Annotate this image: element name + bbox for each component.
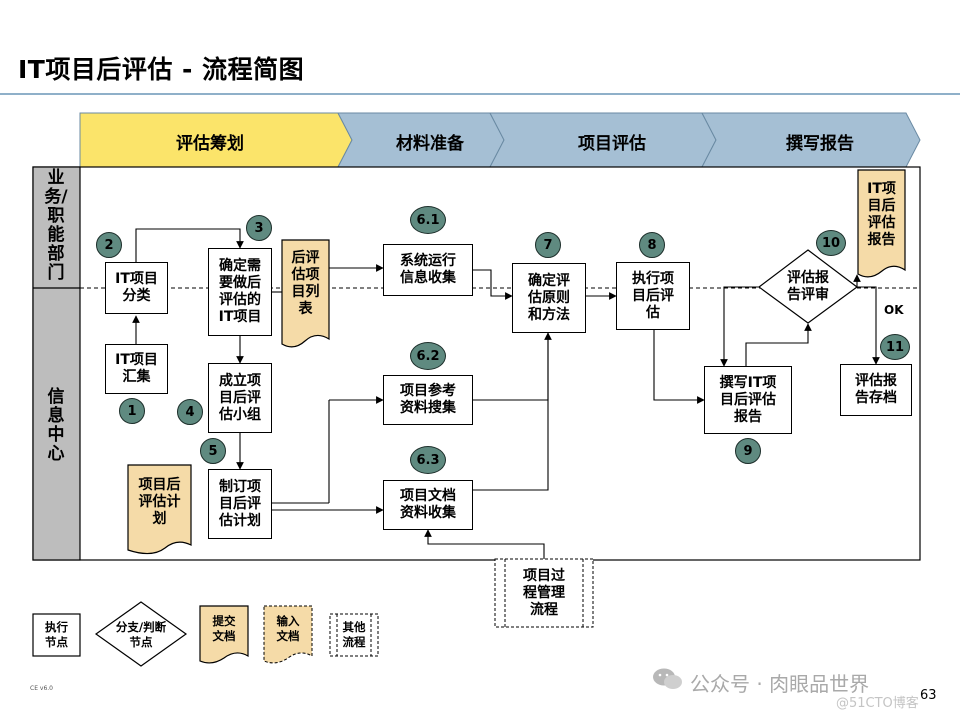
legend-exec-shape — [32, 613, 81, 657]
node-form-team: 成立项 目后评 估小组 — [208, 363, 272, 433]
legend-other-shape — [329, 613, 379, 657]
ok-branch-label: OK — [884, 303, 904, 317]
plan-document-shape — [127, 464, 192, 555]
legend-submit-shape — [199, 605, 249, 664]
phase-label-evaluation: 项目评估 — [578, 134, 646, 154]
legend-other-label: 其他 流程 — [342, 620, 366, 649]
step-number-8: 8 — [639, 232, 665, 258]
node-report-review: 评估报 告评审 — [787, 270, 829, 303]
step-number-4: 4 — [177, 399, 203, 425]
doc-evaluation-plan: 项目后 评估计 划 — [138, 476, 181, 527]
step-number-6-3: 6.3 — [410, 446, 446, 474]
lane-label-it-center: 信息中心 — [47, 387, 65, 464]
node-document-collect: 项目文档 资料收集 — [383, 480, 473, 530]
node-it-project-classify: IT项目 分类 — [105, 262, 168, 314]
step-number-2: 2 — [96, 232, 122, 258]
list-document-shape — [281, 239, 330, 348]
phase-label-materials: 材料准备 — [396, 134, 464, 154]
node-reference-search: 项目参考 资料搜集 — [383, 375, 473, 425]
watermark-text: 公众号 · 肉眼品世界 — [690, 672, 870, 696]
node-write-report: 撰写IT项 目后评估 报告 — [704, 366, 792, 434]
phase-label-planning: 评估筹划 — [176, 134, 244, 154]
step-number-6-2: 6.2 — [410, 342, 446, 370]
legend-branch-label: 分支/判断 节点 — [115, 620, 167, 649]
decision-diamond-10 — [757, 249, 859, 324]
step-number-6-1: 6.1 — [410, 206, 446, 234]
external-process-box — [494, 558, 594, 628]
step-number-9: 9 — [735, 438, 761, 464]
page-number: 63 — [920, 688, 937, 703]
watermark-source: @51CTO博客 — [836, 696, 919, 711]
node-system-info-collect: 系统运行 信息收集 — [383, 244, 473, 296]
legend-input-label: 输入 文档 — [276, 614, 300, 643]
legend-input-shape — [263, 605, 313, 664]
phase-label-report: 撰写报告 — [786, 134, 854, 154]
report-document-shape — [857, 169, 906, 278]
node-define-principles: 确定评 估原则 和方法 — [512, 263, 586, 333]
step-number-1: 1 — [119, 398, 145, 424]
page-title: IT项目后评估 - 流程简图 — [18, 55, 305, 84]
doc-evaluation-project-list: 后评 估项 目列 表 — [291, 250, 320, 317]
step-number-5: 5 — [200, 438, 226, 464]
step-number-10: 10 — [816, 230, 846, 256]
version-label: CE v6.0 — [30, 685, 53, 692]
lane-header-column — [32, 166, 81, 561]
doc-evaluation-report: IT项 目后 评估 报告 — [867, 181, 896, 248]
node-make-plan: 制订项 目后评 估计划 — [208, 469, 272, 539]
node-report-archive: 评估报 告存档 — [840, 364, 912, 416]
step-number-3: 3 — [246, 215, 272, 241]
legend-branch-shape — [94, 601, 188, 667]
wechat-icon — [653, 668, 682, 689]
legend-submit-label: 提交 文档 — [212, 614, 236, 643]
lane-label-business: 业务/职能部门 — [44, 168, 68, 283]
node-determine-projects: 确定需 要做后 评估的 IT项目 — [208, 248, 272, 336]
step-number-7: 7 — [535, 232, 561, 258]
legend-exec-label: 执行 节点 — [45, 620, 68, 649]
step-number-11: 11 — [880, 334, 910, 360]
node-execute-evaluation: 执行项 目后评 估 — [616, 262, 690, 330]
node-it-project-collect: IT项目 汇集 — [105, 344, 168, 394]
title-divider — [0, 93, 960, 95]
external-process-label: 项目过 程管理 流程 — [523, 567, 565, 618]
